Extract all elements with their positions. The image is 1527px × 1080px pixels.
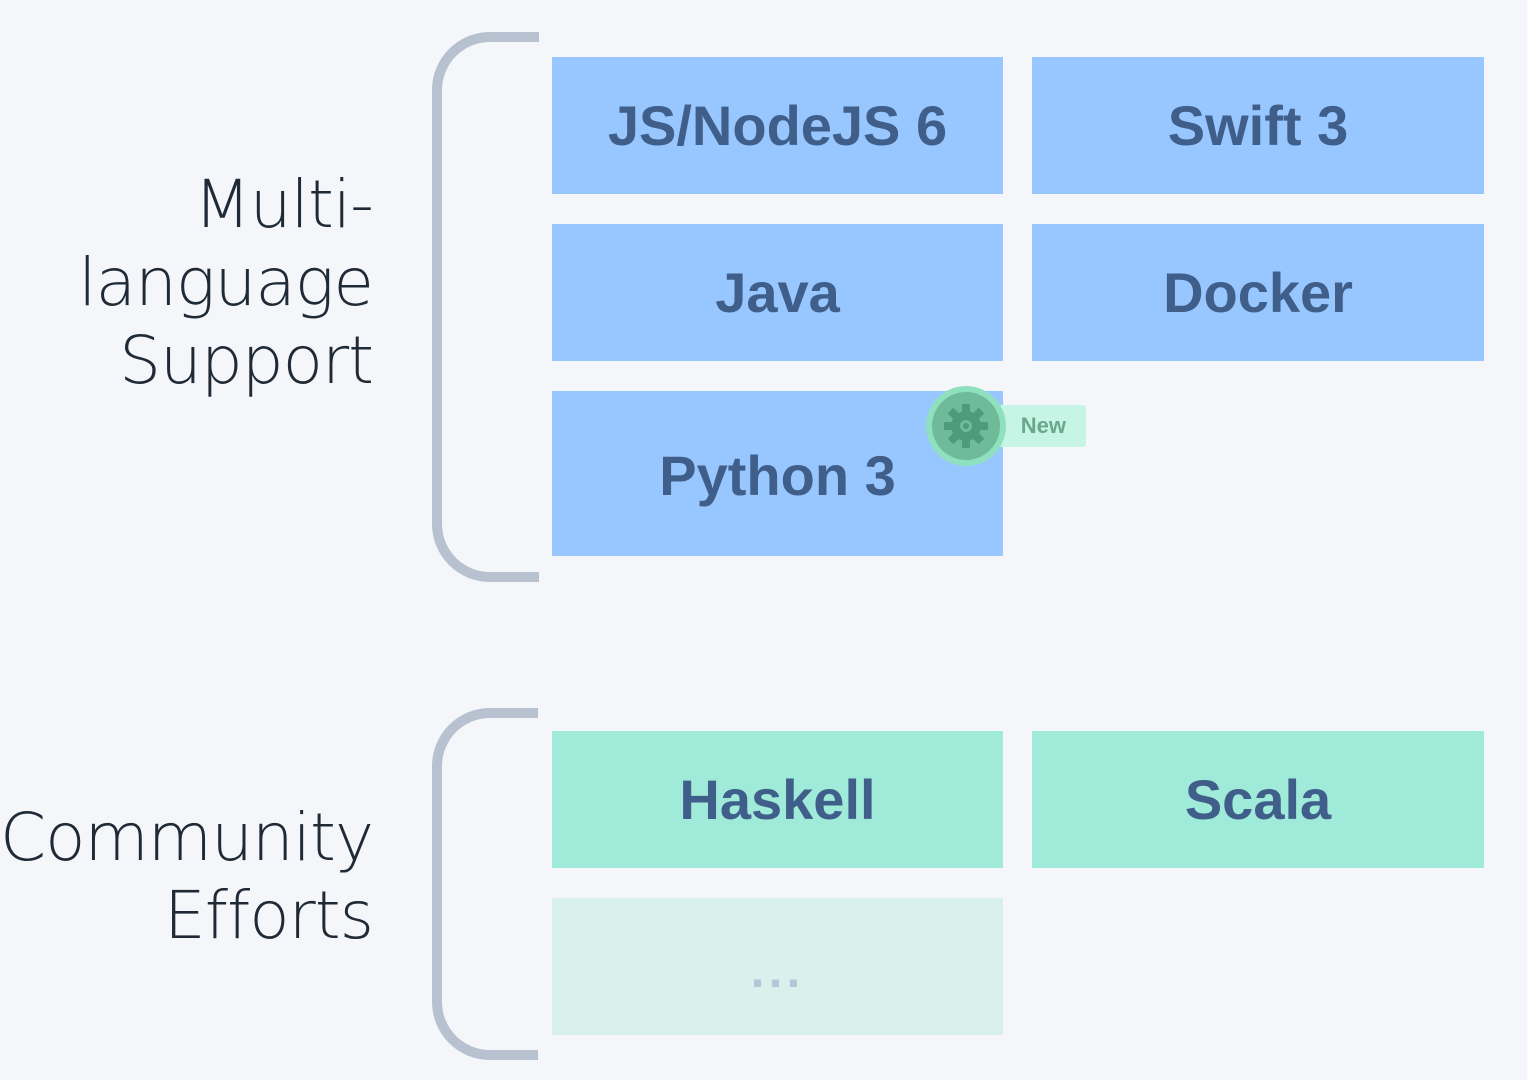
tile-js-nodejs: JS/NodeJS 6	[552, 57, 1003, 194]
tile-haskell: Haskell	[552, 731, 1003, 868]
tile-docker: Docker	[1032, 224, 1484, 361]
group-label-line: Multi-	[193, 166, 374, 243]
group-label-line: Efforts	[164, 877, 374, 954]
tile-swift: Swift 3	[1032, 57, 1484, 194]
group-label-line: Community	[0, 799, 374, 876]
tile-scala: Scala	[1032, 731, 1484, 868]
group-label-line: Support	[119, 322, 374, 399]
group-label-multi-language-support: Multi- language Support	[78, 166, 374, 400]
group-label-community-efforts: Community Efforts	[0, 799, 374, 955]
group-label-line: language	[78, 244, 374, 321]
bracket-multi-language	[432, 32, 539, 582]
tile-more: ...	[552, 898, 1003, 1035]
bracket-community	[432, 708, 538, 1060]
tile-java: Java	[552, 224, 1003, 361]
gear-icon	[924, 384, 1008, 468]
